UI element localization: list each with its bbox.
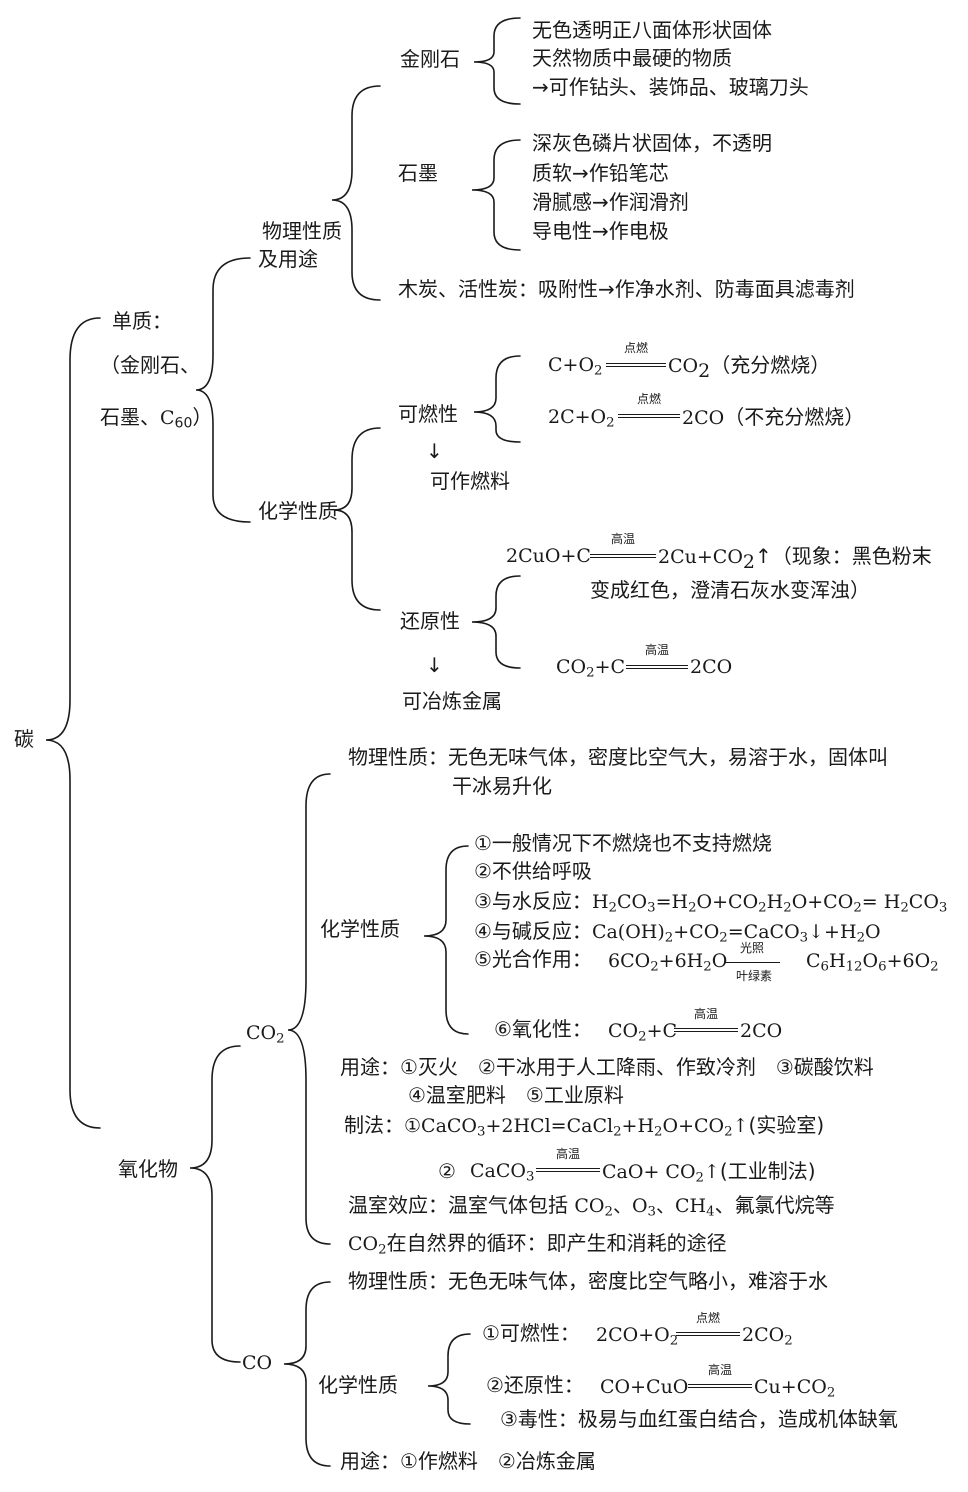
red-eq1-left: 2CuO+C [506,545,591,567]
comb-eq2-right: 2CO（不充分燃烧） [682,405,865,429]
simple-members-2: 石墨、C60） [100,405,213,432]
co2-chem-brace [423,845,469,1035]
co-chem-2-label: ②还原性： [486,1373,584,1397]
graphite-name: 石墨 [398,161,438,185]
co2-prep-2-num: ② [438,1159,456,1183]
comb-eq1-right: CO2（充分燃烧） [668,353,831,382]
co-chem-1-right: 2CO2 [742,1324,793,1349]
co-chem-1-equals [676,1332,740,1336]
co2-uses-2: ④温室肥料 ⑤工业原料 [408,1083,624,1107]
simple-brace [195,257,251,523]
simple-title: 单质： [112,309,172,333]
diamond-line-3: →可作钻头、装饰品、玻璃刀头 [532,75,809,99]
co2-brace [287,773,331,1245]
graphite-line-2: 质软→作铅笔芯 [532,161,669,185]
chemical-brace [333,427,381,611]
combustible-use: 可作燃料 [430,469,510,493]
red-eq1-right: 2Cu+CO2↑（现象：黑色粉末 [658,544,932,573]
diamond-brace [473,17,521,105]
reducing-name: 还原性 [400,609,460,633]
co2-chem-2: ②不供给呼吸 [474,859,592,883]
red-eq2-equals [626,665,688,669]
co-chem-3: ③毒性：极易与血红蛋白结合，造成机体缺氧 [500,1407,898,1431]
co2-prep-2-equals [536,1168,600,1172]
comb-eq1-condition: 点燃 [623,341,648,355]
co2-chem-6-right: 2CO [740,1020,783,1042]
co2-chem-6-condition: 高温 [693,1007,718,1021]
co-brace [283,1281,331,1467]
oxides-brace [189,1045,241,1363]
co2-chem-1: ①一般情况下不燃烧也不支持燃烧 [474,831,772,855]
co2-physical-1: 物理性质：无色无味气体，密度比空气大，易溶于水，固体叫 [348,745,888,769]
co-chem-2-left: CO+CuO [600,1376,689,1398]
graphite-brace [471,139,521,251]
co2-prep-1: 制法：①CaCO3+2HCl=CaCl2+H2O+CO2↑(实验室) [344,1113,825,1140]
red-eq2-left: CO2+C [556,656,626,681]
combustible-brace [473,355,521,443]
co2-prep-2-condition: 高温 [555,1147,580,1161]
co2-prep-2-right: CaO+ CO2↑(工业制法) [602,1159,816,1186]
graphite-line-1: 深灰色磷片状固体，不透明 [532,131,772,155]
co2-greenhouse: 温室效应：温室气体包括 CO2、O3、CH4、氟氯代烷等 [348,1193,835,1220]
comb-eq2-equals [618,414,680,418]
comb-eq1-left: C+O2 [548,354,603,379]
co2-prep-2-left: CaCO3 [470,1160,535,1185]
co-uses: 用途：①作燃料 ②冶炼金属 [340,1449,596,1473]
co-chem-2-equals [688,1384,752,1388]
combustible-arrow: ↓ [426,439,443,463]
co-chem-2-right: Cu+CO2 [754,1376,836,1401]
charcoal-line: 木炭、活性炭：吸附性→作净水剂、防毒面具滤毒剂 [398,277,855,301]
red-eq2-right: 2CO [690,656,733,678]
co-chem-1-left: 2CO+O2 [596,1324,679,1349]
co-chem-1-condition: 点燃 [695,1311,720,1325]
co2-chem-label: 化学性质 [320,917,400,941]
co2-chem-3: ③与水反应：H2CO3=H2O+CO2H2O+CO2= H2CO3 [474,889,948,916]
co2-name: CO2 [246,1022,285,1047]
comb-eq2-condition: 点燃 [636,392,661,406]
co2-cycle: CO2在自然界的循环：即产生和消耗的途径 [348,1231,727,1258]
co2-chem-5-line [724,962,780,963]
diamond-name: 金刚石 [400,47,460,71]
graphite-line-3: 滑腻感→作润滑剂 [532,190,689,214]
co2-chem-5-label: ⑤光合作用： [474,947,592,971]
red-eq2-condition: 高温 [644,643,669,657]
red-eq1-condition: 高温 [610,532,635,546]
co-chem-label: 化学性质 [318,1373,398,1397]
red-eq1-equals [590,554,656,558]
reducing-brace [471,575,521,669]
co2-chem-5-cond-top: 光照 [739,941,764,955]
co2-chem-5-right: C6H12O6+6O2 [806,950,939,975]
simple-members-1: （金刚石、 [100,353,200,377]
co2-chem-5-left: 6CO2+6H2O [608,950,728,975]
graphite-line-4: 导电性→作电极 [532,219,669,243]
chemical-label: 化学性质 [258,499,338,523]
root-label: 碳 [14,727,34,751]
comb-eq2-left: 2C+O2 [548,406,615,431]
oxides-title: 氧化物 [118,1157,178,1181]
red-eq1-line2: 变成红色，澄清石灰水变浑浊） [590,578,870,602]
diamond-line-1: 无色透明正八面体形状固体 [532,18,772,42]
co2-chem-5-cond-bottom: 叶绿素 [735,969,772,983]
physical-brace [331,85,381,301]
co-chem-1-label: ①可燃性： [482,1321,580,1345]
reducing-use: 可冶炼金属 [402,689,502,713]
co2-physical-2: 干冰易升化 [452,774,552,798]
physical-label-1: 物理性质 [262,219,342,243]
co2-uses-1: 用途：①灭火 ②干冰用于人工降雨、作致冷剂 ③碳酸饮料 [340,1055,874,1079]
co-chem-2-condition: 高温 [707,1363,732,1377]
combustible-name: 可燃性 [398,402,458,426]
co2-chem-6-label: ⑥氧化性： [494,1017,592,1041]
co2-chem-4: ④与碱反应：Ca(OH)2+CO2=CaCO3↓+H2O [474,919,881,946]
co2-chem-6-equals [674,1028,738,1032]
co-chem-brace [427,1333,471,1425]
co2-chem-6-left: CO2+C [608,1020,678,1045]
root-brace [45,317,101,1129]
reducing-arrow: ↓ [426,653,443,677]
diamond-line-2: 天然物质中最硬的物质 [532,46,732,70]
comb-eq1-equals [606,363,666,367]
co-name: CO [242,1352,273,1374]
co-physical: 物理性质：无色无味气体，密度比空气略小，难溶于水 [348,1269,828,1293]
physical-label-2: 及用途 [258,247,318,271]
